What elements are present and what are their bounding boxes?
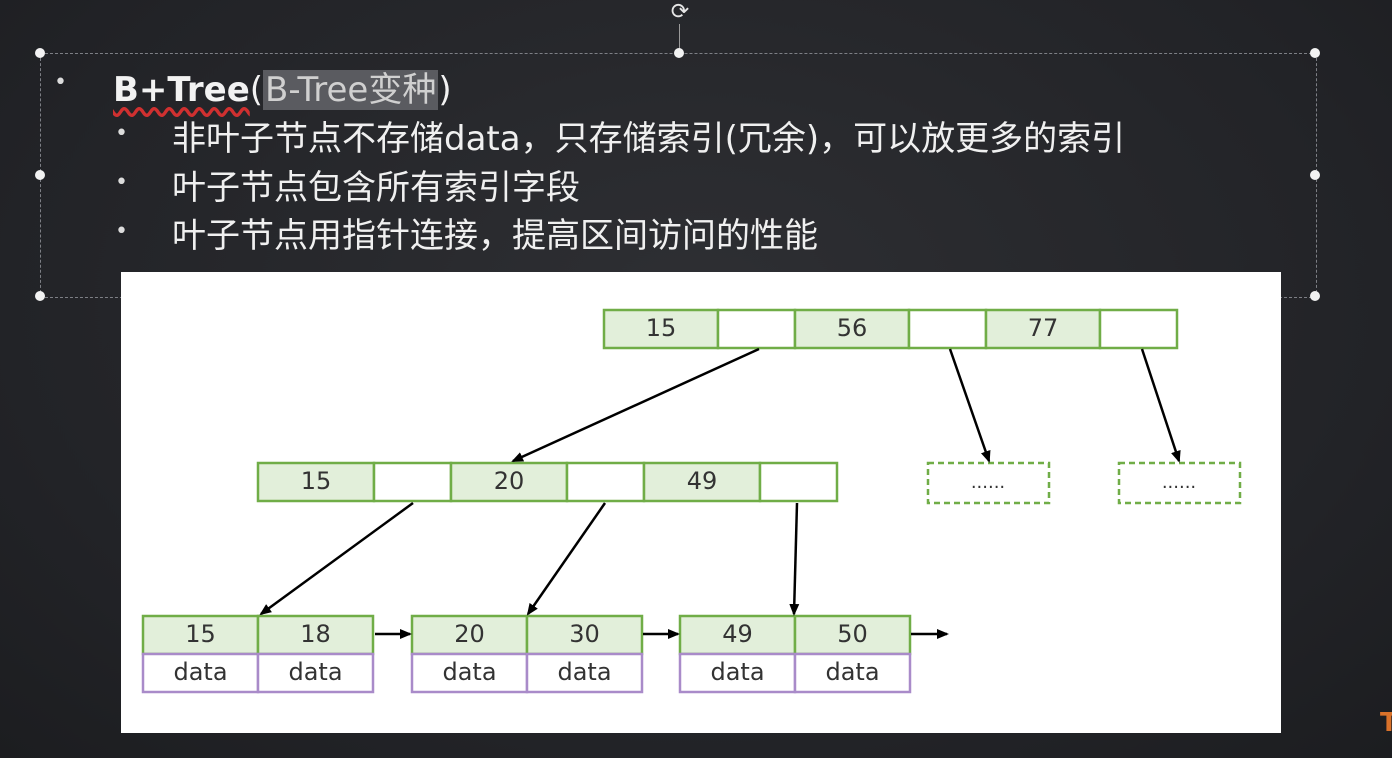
leaf-data-cell: [678, 652, 797, 694]
internal-key-label: 20: [494, 467, 525, 495]
internal-key-cell: [642, 461, 762, 503]
pointer-arrow: [526, 502, 607, 616]
internal-key-label: 15: [301, 467, 332, 495]
leaf-data-cell: [410, 652, 529, 694]
bplus-tree-diagram: 15 56 77 15 20 49 ............ 15 data 18 data 2…: [141, 308, 1242, 694]
collapsed-node: [926, 461, 1051, 505]
root-key-label: 77: [1028, 314, 1059, 342]
rotate-handle-line: [679, 24, 680, 52]
title-text: B+Tree: [113, 70, 250, 110]
leaf-data-label: data: [557, 658, 611, 686]
leaf-data-cell: [256, 652, 375, 694]
pointer-arrow: [948, 348, 991, 463]
root-key-label: 56: [837, 314, 868, 342]
bullet-dot: •: [115, 170, 128, 195]
leaf-data-cell: [141, 652, 260, 694]
internal-pointer-cell: [565, 461, 646, 503]
collapsed-node-label: ......: [971, 472, 1005, 493]
collapsed-node-label: ......: [1162, 472, 1196, 493]
diagram-panel[interactable]: 15 56 77 15 20 49 ............ 15 data 18 data 2…: [121, 272, 1281, 733]
slide-title: B+Tree(B-Tree变种): [113, 62, 452, 111]
bullet-item-1: 非叶子节点不存储data，只存储索引(冗余)，可以放更多的索引: [172, 119, 1126, 159]
resize-handle-left[interactable]: [35, 170, 45, 180]
internal-pointer-cell: [758, 461, 839, 503]
leaf-key-cell: [525, 614, 644, 656]
root-pointer-cell: [1098, 308, 1179, 350]
bullet-item-3: 叶子节点用指针连接，提高区间访问的性能: [172, 216, 818, 256]
resize-handle-bottom-right[interactable]: [1310, 291, 1320, 301]
leaf-key-label: 18: [300, 620, 331, 648]
leaf-data-label: data: [710, 658, 764, 686]
leaf-key-label: 49: [722, 620, 753, 648]
resize-handle-right[interactable]: [1310, 170, 1320, 180]
bullet-dot: •: [115, 219, 128, 244]
root-key-label: 15: [646, 314, 677, 342]
root-pointer-cell: [716, 308, 797, 350]
root-pointer-cell: [907, 308, 988, 350]
bullet-dot: •: [54, 70, 67, 95]
title-highlight: B-Tree变种: [263, 70, 439, 110]
bullet-dot: •: [115, 121, 128, 146]
logo-watermark: T: [1380, 708, 1392, 738]
collapsed-node: [1117, 461, 1242, 505]
pointer-arrow: [789, 502, 800, 616]
collapsed-nodes: ............: [926, 461, 1242, 505]
leaf-key-label: 50: [837, 620, 868, 648]
internal-key-label: 49: [687, 467, 718, 495]
leaf-data-label: data: [288, 658, 342, 686]
pointer-arrow: [259, 501, 414, 616]
title-paren-open: (: [249, 70, 264, 110]
resize-handle-top-right[interactable]: [1310, 48, 1320, 58]
leaf-data-cell: [793, 652, 912, 694]
root-key-cell: [984, 308, 1102, 350]
leaf-data-cell: [525, 652, 644, 694]
internal-pointer-cell: [372, 461, 453, 503]
leaf-data-label: data: [173, 658, 227, 686]
internal-node: 15 20 49: [256, 461, 839, 503]
leaf-data-label: data: [442, 658, 496, 686]
leaf-key-cell: [141, 614, 260, 656]
resize-handle-top[interactable]: [674, 48, 684, 58]
root-key-cell: [602, 308, 720, 350]
rotate-icon[interactable]: ⟳: [670, 0, 690, 25]
root-node: 15 56 77: [602, 308, 1179, 350]
leaf-key-cell: [410, 614, 529, 656]
resize-handle-top-left[interactable]: [35, 48, 45, 58]
leaf-nodes: 15 data 18 data 20 data 30 data 49 data 50 data: [141, 614, 912, 694]
pointer-arrows: [259, 347, 1181, 639]
internal-key-cell: [256, 461, 376, 503]
resize-handle-bottom-left[interactable]: [35, 291, 45, 301]
leaf-data-label: data: [825, 658, 879, 686]
pointer-arrow: [1140, 348, 1181, 463]
leaf-key-label: 30: [569, 620, 600, 648]
leaf-key-label: 15: [185, 620, 216, 648]
bullet-item-2: 叶子节点包含所有索引字段: [172, 168, 580, 208]
root-key-cell: [793, 308, 911, 350]
title-paren-close: ): [438, 70, 452, 110]
pointer-arrow: [511, 347, 760, 463]
leaf-key-label: 20: [454, 620, 485, 648]
